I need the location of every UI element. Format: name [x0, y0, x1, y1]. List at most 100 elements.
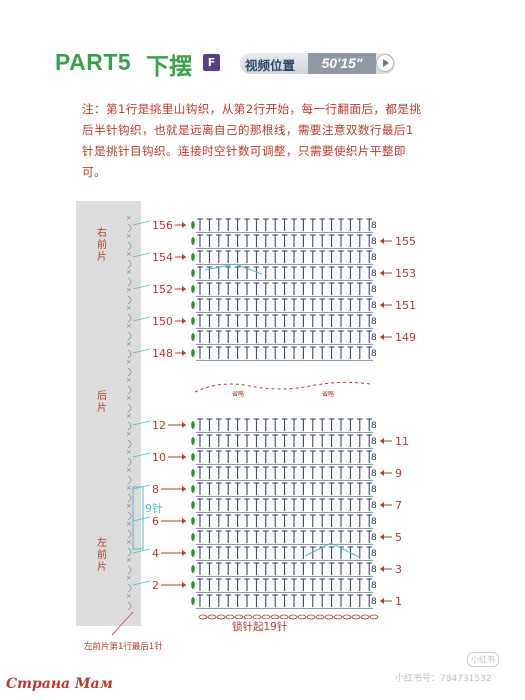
edge-mark: × — [126, 484, 132, 492]
row-number-right: 5 — [395, 531, 402, 544]
edge-mark: × — [126, 520, 132, 528]
row-number-right: 151 — [395, 299, 416, 312]
arrowhead-right — [380, 302, 384, 308]
edge-mark: × — [126, 214, 132, 222]
edge-mark: × — [126, 322, 132, 330]
video-position-bar[interactable]: 视频位置 50'15" — [240, 53, 395, 74]
turning-chain — [191, 581, 195, 589]
end-mark: 8 — [371, 421, 377, 431]
connector — [132, 484, 151, 490]
turning-chain — [191, 453, 195, 461]
arrowhead-left — [182, 222, 186, 228]
edge-mark: × — [126, 268, 132, 276]
edge-arc — [127, 223, 132, 233]
chain-stitch — [288, 614, 298, 620]
end-mark: 8 — [371, 269, 377, 279]
connector — [132, 252, 151, 258]
edge-mark: × — [126, 592, 132, 600]
edge-arc — [127, 439, 132, 449]
arrowhead-left — [182, 486, 186, 492]
row-number-left: 12 — [152, 419, 166, 432]
edge-arc — [127, 385, 132, 395]
row-number-left: 156 — [152, 219, 173, 232]
edge-arc — [127, 511, 132, 521]
end-mark: 8 — [371, 285, 377, 295]
connector — [132, 220, 151, 226]
edge-arc — [127, 565, 132, 575]
arrowhead-left — [182, 350, 186, 356]
turning-chain — [191, 269, 195, 277]
end-mark: 8 — [371, 597, 377, 607]
arrowhead-right — [380, 438, 384, 444]
edge-mark: × — [126, 376, 132, 384]
edge-arc — [127, 493, 132, 503]
edge-arc — [127, 547, 132, 557]
arrowhead-right — [380, 238, 384, 244]
chain-stitch — [216, 614, 226, 620]
end-mark: 8 — [371, 437, 377, 447]
first-row-caption: 左前片第1行最后1针 — [84, 642, 163, 652]
edge-arc — [127, 457, 132, 467]
chain-label: 锁针起19针 — [230, 619, 290, 634]
edge-arc — [127, 583, 132, 593]
row-number-left: 2 — [152, 579, 159, 592]
ref-triangle — [204, 263, 263, 275]
watermark: 小红书号：784731532 — [395, 674, 492, 684]
label-left-front: 左前片 — [97, 538, 107, 573]
label-right-front: 右前片 — [97, 228, 107, 263]
arrowhead-right — [380, 534, 384, 540]
row-number-left: 148 — [152, 347, 173, 360]
end-mark: 8 — [371, 517, 377, 527]
play-icon[interactable] — [376, 54, 394, 72]
connector — [132, 452, 151, 458]
xhs-logo: 小红书 — [467, 652, 499, 667]
section-badge: F — [203, 54, 220, 71]
chain-stitch — [342, 614, 352, 620]
connector — [132, 420, 151, 426]
end-mark: 8 — [371, 253, 377, 263]
chain-stitch — [351, 614, 361, 620]
edge-mark: × — [126, 430, 132, 438]
section-title: 下摆 — [146, 54, 192, 80]
row-number-left: 152 — [152, 283, 173, 296]
row-number-left: 6 — [152, 515, 159, 528]
edge-arc — [127, 367, 132, 377]
connector — [132, 580, 151, 586]
edge-mark: × — [126, 412, 132, 420]
edge-arc — [127, 241, 132, 251]
row-number-left: 150 — [152, 315, 173, 328]
turning-chain — [191, 221, 195, 229]
arrowhead-right — [380, 598, 384, 604]
end-mark: 8 — [371, 533, 377, 543]
edge-arc — [127, 259, 132, 269]
edge-arc — [127, 295, 132, 305]
edge-arc — [127, 349, 132, 359]
row-number-left: 4 — [152, 547, 159, 560]
arrowhead-left — [182, 318, 186, 324]
arrowhead-right — [380, 334, 384, 340]
turning-chain — [191, 285, 195, 293]
turning-chain — [191, 349, 195, 357]
turning-chain — [191, 421, 195, 429]
row-number-right: 3 — [395, 563, 402, 576]
end-mark: 8 — [371, 581, 377, 591]
row-number-left: 8 — [152, 483, 159, 496]
turning-chain — [191, 501, 195, 509]
turning-chain — [191, 517, 195, 525]
edge-arc — [127, 403, 132, 413]
turning-chain — [191, 301, 195, 309]
omit-text: 省略 — [322, 390, 334, 398]
edge-mark: × — [126, 232, 132, 240]
arrowhead-left — [182, 254, 186, 260]
edge-arc — [127, 313, 132, 323]
end-mark: 8 — [371, 549, 377, 559]
caption-pointer — [111, 611, 134, 636]
arrowhead-right — [380, 470, 384, 476]
edge-mark: × — [126, 574, 132, 582]
connector — [132, 284, 151, 290]
end-mark: 8 — [371, 565, 377, 575]
site-watermark: Страна Мам — [6, 676, 113, 692]
end-mark: 8 — [371, 237, 377, 247]
turning-chain — [191, 597, 195, 605]
arrowhead-left — [182, 550, 186, 556]
